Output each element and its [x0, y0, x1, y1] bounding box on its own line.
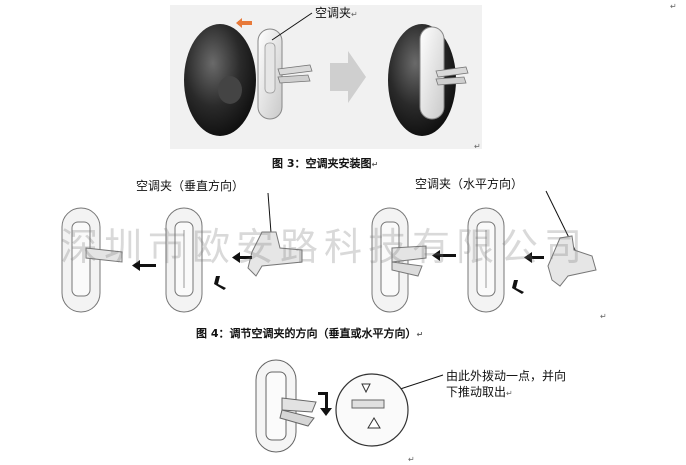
- paragraph-mark: ↵: [474, 142, 481, 151]
- paragraph-mark: ↵: [408, 455, 415, 464]
- removal-note: 由此外拨动一点，并向 下推动取出↵: [446, 369, 567, 399]
- paragraph-mark: ↵: [670, 2, 677, 11]
- horizontal-clip-callout: 空调夹（水平方向）: [415, 177, 524, 191]
- ac-clip-left: [257, 28, 313, 120]
- company-watermark: 深圳市欧安路科技有限公司: [60, 225, 589, 269]
- push-down-arrow-icon: [318, 392, 332, 416]
- ac-clip-right: [419, 26, 469, 120]
- gray-arrow-icon: [330, 51, 366, 103]
- zoom-detail-circle: [335, 373, 409, 447]
- orange-arrow-icon: [236, 18, 252, 28]
- figure-1-illustration: [184, 18, 469, 136]
- device-shell-left: [184, 24, 256, 136]
- clip-callout-label: 空调夹↵: [315, 6, 358, 20]
- clip-insert-vertical: [247, 231, 303, 277]
- figure-3-caption: 图 3：空调夹安装图↵: [272, 157, 379, 170]
- direction-arrows: [132, 250, 544, 294]
- clip-insert-horizontal: [547, 235, 597, 287]
- vertical-clip-callout: 空调夹（垂直方向）: [136, 179, 245, 193]
- paragraph-mark: ↵: [600, 312, 607, 321]
- figure-4-caption: 图 4：调节空调夹的方向（垂直或水平方向）↵: [196, 327, 424, 340]
